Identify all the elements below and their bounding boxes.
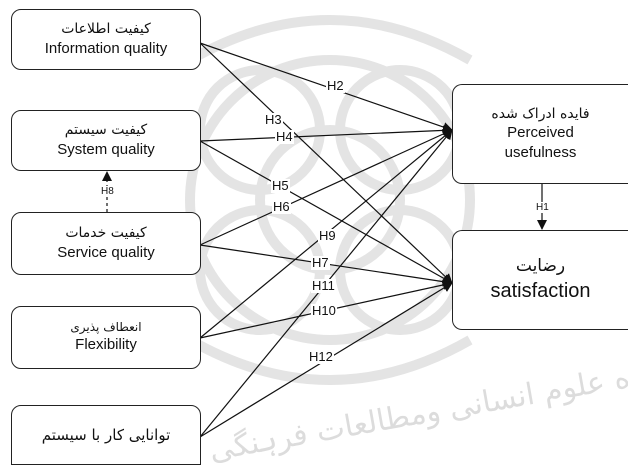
construct-label-fa: کیفیت اطلاعات bbox=[61, 21, 151, 37]
construct-perceived-usefulness: فایده ادراک شده Perceived usefulness bbox=[452, 84, 628, 184]
construct-label-en: Information quality bbox=[44, 39, 168, 57]
hypothesis-label-h12: H12 bbox=[308, 349, 334, 364]
path-h3 bbox=[199, 42, 453, 284]
construct-label-fa: فایده ادراک شده bbox=[491, 105, 590, 122]
hypothesis-label-h3: H3 bbox=[264, 112, 283, 127]
construct-label-fa: کیفیت سیستم bbox=[64, 122, 148, 138]
hypothesis-label-h6: H6 bbox=[272, 199, 291, 214]
hypothesis-label-h9: H9 bbox=[318, 228, 337, 243]
path-h6 bbox=[199, 129, 453, 246]
construct-flexibility: انعطاف پذیری Flexibility bbox=[11, 306, 201, 369]
construct-label-en-2: usefulness bbox=[504, 143, 577, 161]
construct-label-en-1: Perceived bbox=[507, 124, 574, 142]
construct-label-fa: رضایت bbox=[515, 256, 566, 277]
construct-service-quality: کیفیت خدمات Service quality bbox=[11, 212, 201, 275]
hypothesis-label-h11: H11 bbox=[311, 278, 336, 293]
hypothesis-label-h1: H1 bbox=[535, 202, 550, 213]
path-h4 bbox=[199, 125, 453, 142]
hypothesis-label-h4: H4 bbox=[275, 129, 294, 144]
construct-label-en: satisfaction bbox=[490, 279, 591, 302]
hypothesis-label-h8: H8 bbox=[100, 186, 115, 197]
construct-satisfaction: رضایت satisfaction bbox=[452, 230, 628, 330]
path-h5 bbox=[199, 140, 453, 284]
construct-label-fa: انعطاف پذیری bbox=[70, 320, 142, 335]
construct-label-en: System quality bbox=[57, 140, 155, 158]
hypothesis-label-h2: H2 bbox=[326, 78, 345, 93]
construct-label-fa: کیفیت خدمات bbox=[65, 225, 147, 241]
construct-ability-to-work-with-system: توانایی کار با سیستم bbox=[11, 405, 201, 465]
construct-information-quality: کیفیت اطلاعات Information quality bbox=[11, 9, 201, 70]
construct-label-fa: توانایی کار با سیستم bbox=[41, 425, 171, 444]
construct-label-en: Flexibility bbox=[75, 336, 137, 354]
construct-system-quality: کیفیت سیستم System quality bbox=[11, 110, 201, 171]
construct-label-en: Service quality bbox=[57, 243, 155, 261]
hypothesis-label-h10: H10 bbox=[311, 303, 337, 318]
hypothesis-label-h7: H7 bbox=[311, 255, 330, 270]
hypothesis-label-h5: H5 bbox=[271, 178, 290, 193]
